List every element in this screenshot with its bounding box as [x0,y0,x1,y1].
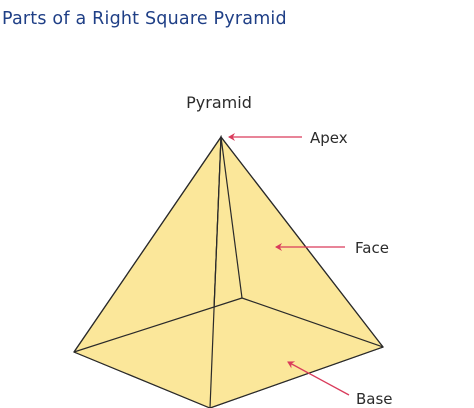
base-arrow [287,361,350,396]
pyramid-edges [73,136,384,408]
edge-front-left [73,351,211,408]
edge-front-right [209,346,384,408]
edge-apex-front [209,136,222,408]
face-label: Face [355,239,389,257]
edge-apex-right [220,136,384,348]
page-title: Parts of a Right Square Pyramid [2,9,287,29]
diagram-heading: Pyramid [186,93,252,112]
edge-apex-left [73,136,222,353]
edge-back-right [241,297,384,348]
edge-apex-back [220,136,243,299]
edge-back-left [73,297,243,353]
apex-label: Apex [310,129,348,147]
base-label: Base [356,390,393,408]
base-face [74,298,383,408]
